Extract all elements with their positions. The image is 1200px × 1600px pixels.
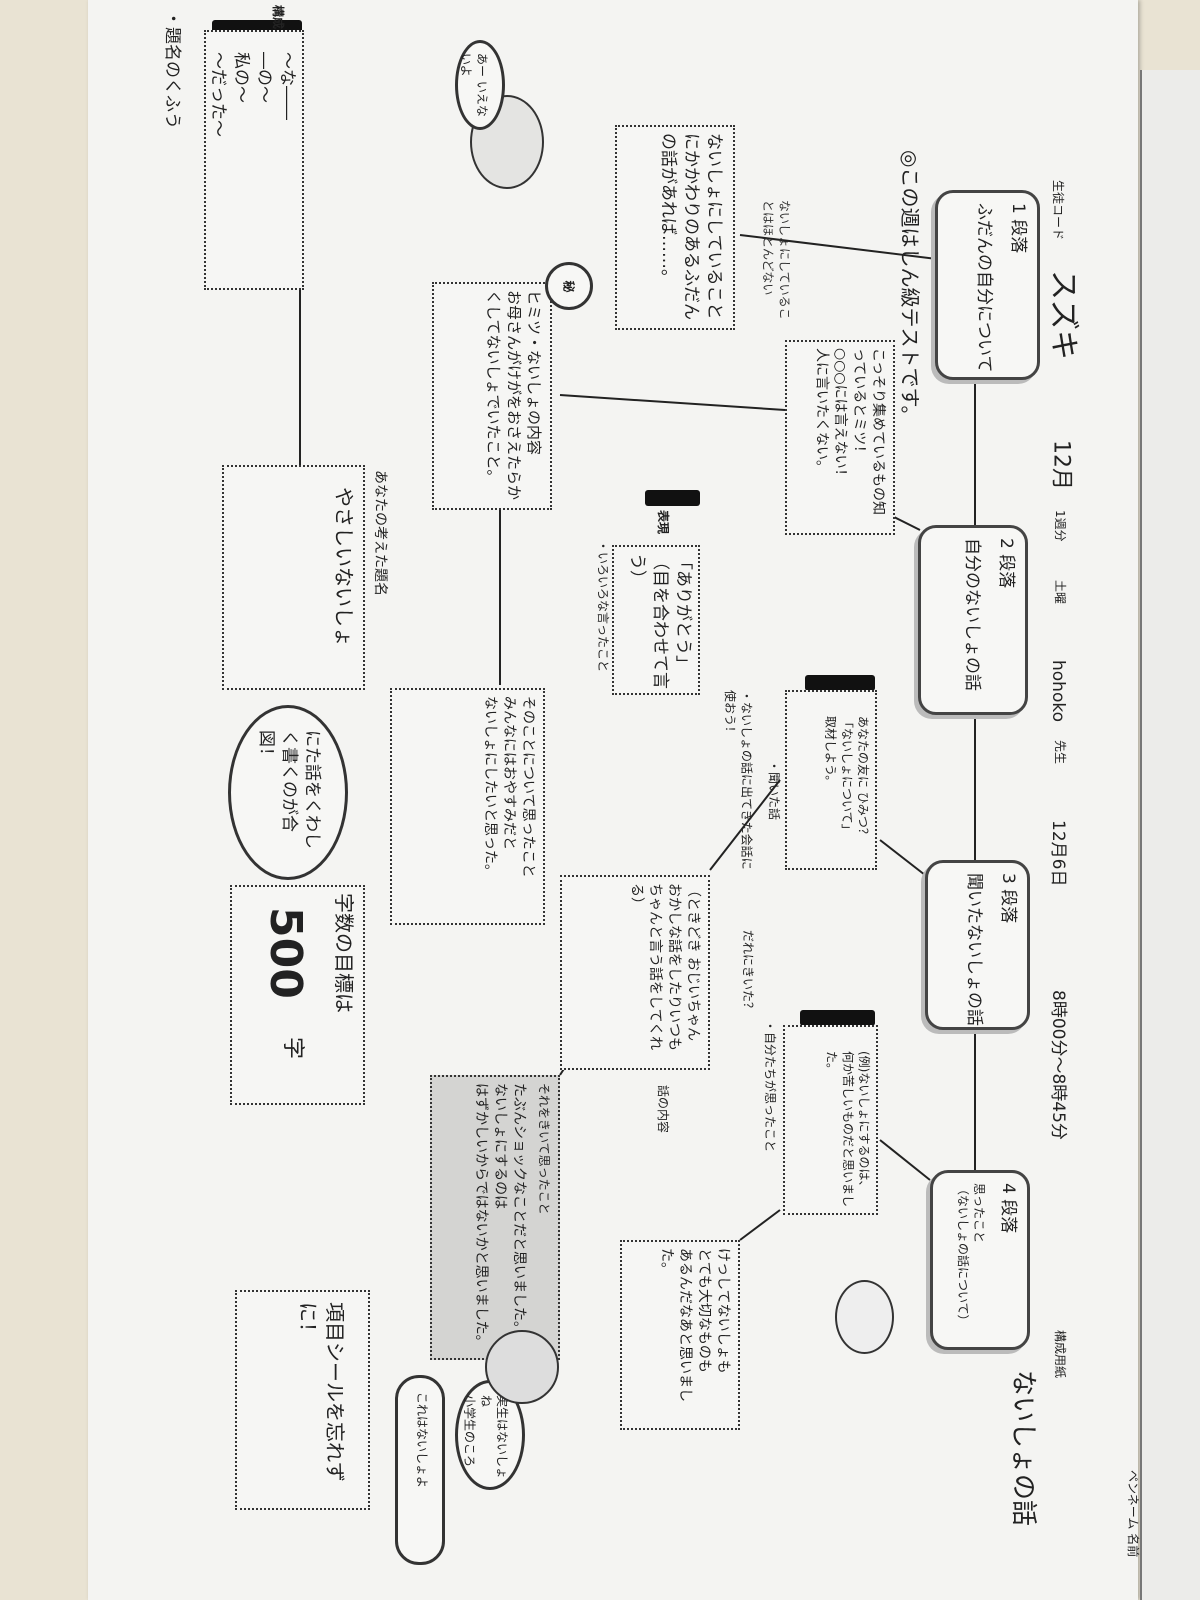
paragraph-1-box: 1 段落 ふだんの自分について [935, 190, 1040, 380]
paragraph-text: ふだんの自分について [974, 203, 994, 373]
title-value: やさしいないしょ [332, 487, 356, 647]
paragraph-label: 3 段落 [998, 873, 1018, 924]
expression-box: 「ありがとう」 （目を合わせて言う） [612, 545, 700, 695]
header-month: 12月 [1048, 440, 1074, 490]
next-page-edge [1140, 70, 1200, 1600]
paragraph-text: 聞いたないしょの話 [964, 873, 984, 1026]
almost-none-note: ないしょにしていることはほとんどない [761, 200, 792, 320]
school-bubble-text: 実生はないしょね 小学生のころ [462, 1395, 509, 1480]
who-heard-label: だれにきいた？ [741, 930, 756, 1015]
everyday-box: ないしょにしていることにかかわりのあるふだんの話があれば……。 [615, 125, 735, 330]
heard-content: ・ないしょの話に出てきた会話に使おう！ [723, 690, 754, 870]
title-label: あなたの考えた題名 [371, 470, 388, 596]
paragraph-3-box: 3 段落 聞いたないしょの話 [925, 860, 1030, 1030]
secret-badge-text: 秘 [561, 279, 576, 293]
marker-tag [645, 490, 700, 506]
paragraph-label: 4 段落 [998, 1183, 1018, 1234]
self-thought-label: ・自分たちが思ったこと [763, 1020, 778, 1153]
secret-collect-box: こっそり集めているもの知っているとミツ！ ○○○には言えない！ 人に言いたくない… [785, 340, 895, 535]
thought-text: たぶんショックなことだと思いました。 ないしょにするのは はずかしいからではない… [473, 1083, 527, 1349]
secret-collect-text: こっそり集めているもの知っているとミツ！ ○○○には言えない！ 人に言いたくない… [813, 348, 886, 516]
grandpa-text: （ときどき おじいちゃん おかしな話をしたりいつも ちゃんと言う話をしてくれる） [628, 883, 701, 1051]
marker-tag [805, 675, 875, 691]
goal-box: 字数の目標は 500 字 [230, 885, 365, 1105]
interview-box: あなたの友に ひみつ？ 「ないしょについて」 取材しよう。 [785, 690, 877, 870]
grandpa-box: （ときどき おじいちゃん おかしな話をしたりいつも ちゃんと言う話をしてくれる） [560, 875, 710, 1070]
secret-bubble: これはないしょよ [395, 1375, 445, 1565]
goal-unit: 字 [280, 1037, 305, 1060]
marker-tag [800, 1010, 875, 1026]
goal-value: 500 [260, 907, 311, 999]
cloud-note-text: にた話をくわしく書くのが合図！ [256, 730, 322, 849]
secret-badge: 秘 [545, 262, 593, 310]
title-box: やさしいないしょ [222, 465, 365, 690]
bear-speech-text: あー いえないよ [458, 53, 489, 117]
various-note: ・いろいろな言ったこと [596, 540, 611, 673]
paragraph-label: 1 段落 [1008, 203, 1028, 254]
header-time: 8時00分〜8時45分 [1047, 990, 1068, 1140]
bear-sticker-icon [485, 1330, 559, 1404]
header-date: 12月6日 [1047, 820, 1068, 887]
about-that-box: そのことについて思ったこと みんなにはおやすみだと ないしょにしたいと思った。 [390, 688, 545, 925]
goal-label: 字数の目標は [332, 893, 356, 1013]
bear-speech-bubble: あー いえないよ [455, 40, 505, 130]
title-tip: ・題名のくふう [161, 10, 182, 129]
secret-content-text: ヒミツ・ないしょの内容 お母さんがけがをおさえたらかくしてないしょでいたこと。 [484, 290, 544, 501]
sticker-note-text: 項目シールを忘れずに！ [296, 1302, 347, 1482]
story-content-label: 話の内容 [656, 1085, 671, 1134]
example-box: (例)ないしょにするのは、 何か苦しいものだと思いました。 [783, 1025, 878, 1215]
student-code-label: 生徒コード [1051, 180, 1066, 241]
header-day: 土曜 [1053, 580, 1068, 605]
bear-doodle-icon [835, 1280, 894, 1354]
expression-text: 「ありがとう」 （目を合わせて言う） [627, 553, 693, 689]
secret-bubble-text: これはないしょよ [415, 1392, 429, 1489]
example-text: (例)ないしょにするのは、 何か苦しいものだと思いました。 [824, 1051, 871, 1208]
paragraph-4-box: 4 段落 思ったこと （ないしょの話について） [930, 1170, 1030, 1350]
secret-content-box: ヒミツ・ないしょの内容 お母さんがけがをおさえたらかくしてないしょでいたこと。 [432, 282, 552, 510]
teacher-suffix: 先生 [1053, 740, 1068, 765]
heard-label: ・聞いた話 [767, 760, 782, 821]
expression-tag: 表現 [656, 510, 671, 535]
structure-box: 〜な―― ―の〜 私の〜 〜だった〜 [204, 30, 304, 290]
paragraph-text: 自分のないしょの話 [962, 538, 982, 691]
sticker-note-box: 項目シールを忘れずに！ [235, 1290, 370, 1510]
paragraph-text: 思ったこと （ないしょの話について） [955, 1183, 986, 1327]
sheet-title: 構成用紙 [1053, 1330, 1068, 1379]
student-name: スズキ [1045, 270, 1081, 360]
cloud-note-bubble: にた話をくわしく書くのが合図！ [228, 705, 348, 880]
self-thought-box: けっしてないしょも とても大切なものも あるんだなあと思いました。 [620, 1240, 740, 1430]
thought-title: それをきいて思ったこと [537, 1083, 551, 1215]
header-week: 1週分 [1053, 510, 1068, 542]
self-thought-text: けっしてないしょも とても大切なものも あるんだなあと思いました。 [658, 1248, 731, 1402]
structure-tag: 構成 [271, 5, 286, 30]
about-that-text: そのことについて思ったこと みんなにはおやすみだと ないしょにしたいと思った。 [482, 696, 536, 878]
teacher-name: hohoko [1047, 660, 1068, 722]
paragraph-label: 2 段落 [996, 538, 1016, 589]
name-label: ペンネーム 名前 [1126, 1470, 1141, 1558]
week-note: ◎この週はしん級テストです。 [898, 150, 922, 426]
theme-title: ないしょの話 [1008, 1370, 1039, 1527]
interview-text: あなたの友に ひみつ？ 「ないしょについて」 取材しよう。 [823, 716, 870, 840]
thought-box: それをきいて思ったこと たぶんショックなことだと思いました。 ないしょにするのは… [430, 1075, 560, 1360]
everyday-text: ないしょにしていることにかかわりのあるふだんの話があれば……。 [658, 133, 724, 320]
paragraph-2-box: 2 段落 自分のないしょの話 [918, 525, 1028, 715]
structure-text: 〜な―― ―の〜 私の〜 〜だった〜 [208, 52, 297, 137]
